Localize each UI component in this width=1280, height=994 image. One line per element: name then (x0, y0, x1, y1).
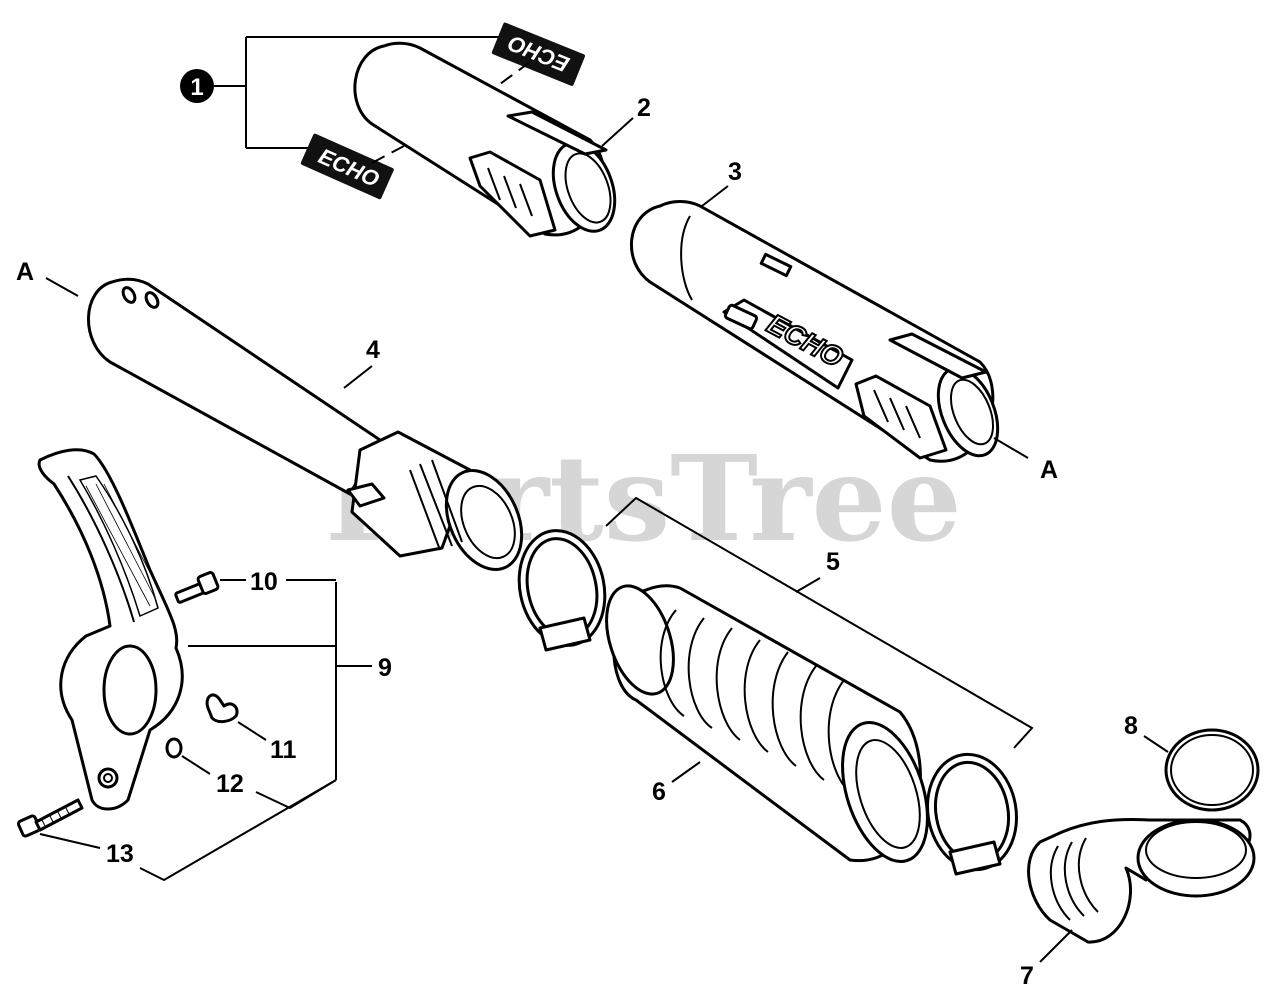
callout-a-left: A (16, 258, 34, 286)
callout-8[interactable]: 8 (1124, 712, 1138, 740)
echo-decal-top: ECHO (491, 22, 585, 86)
pipe-long[interactable]: ECHO 3 A (629, 158, 1058, 484)
echo-decal-bottom: ECHO (300, 133, 394, 200)
callout-10[interactable]: 10 (250, 568, 278, 596)
callout-7[interactable]: 7 (1020, 962, 1034, 990)
pipe-tapered[interactable]: 4 A (16, 258, 536, 581)
hose-clamp-kit[interactable]: 5 (509, 496, 1034, 877)
callout-1[interactable]: 1 (190, 74, 203, 101)
callout-3[interactable]: 3 (728, 158, 742, 186)
bolt-short[interactable]: 10 (174, 568, 336, 604)
pipe-short[interactable]: 2 (353, 41, 651, 240)
o-ring[interactable]: 8 (1124, 712, 1260, 812)
handle-bracket[interactable]: 9 (37, 448, 392, 811)
callout-1-badge (180, 69, 214, 103)
callout-12[interactable]: 12 (216, 770, 244, 798)
callout-a-right: A (1040, 456, 1058, 484)
bolt-long[interactable]: 13 (16, 779, 337, 882)
washer[interactable]: 12 (165, 737, 337, 810)
callout-9[interactable]: 9 (378, 654, 392, 682)
callout-13[interactable]: 13 (106, 840, 134, 868)
callout-2[interactable]: 2 (637, 94, 651, 122)
flex-hose[interactable]: 6 (594, 577, 943, 872)
wing-nut[interactable]: 11 (205, 693, 297, 764)
callout-4[interactable]: 4 (366, 336, 380, 364)
callout-11[interactable]: 11 (270, 736, 297, 764)
elbow[interactable]: 7 (1020, 818, 1256, 991)
callout-5[interactable]: 5 (826, 548, 840, 576)
callout-6[interactable]: 6 (652, 778, 666, 806)
